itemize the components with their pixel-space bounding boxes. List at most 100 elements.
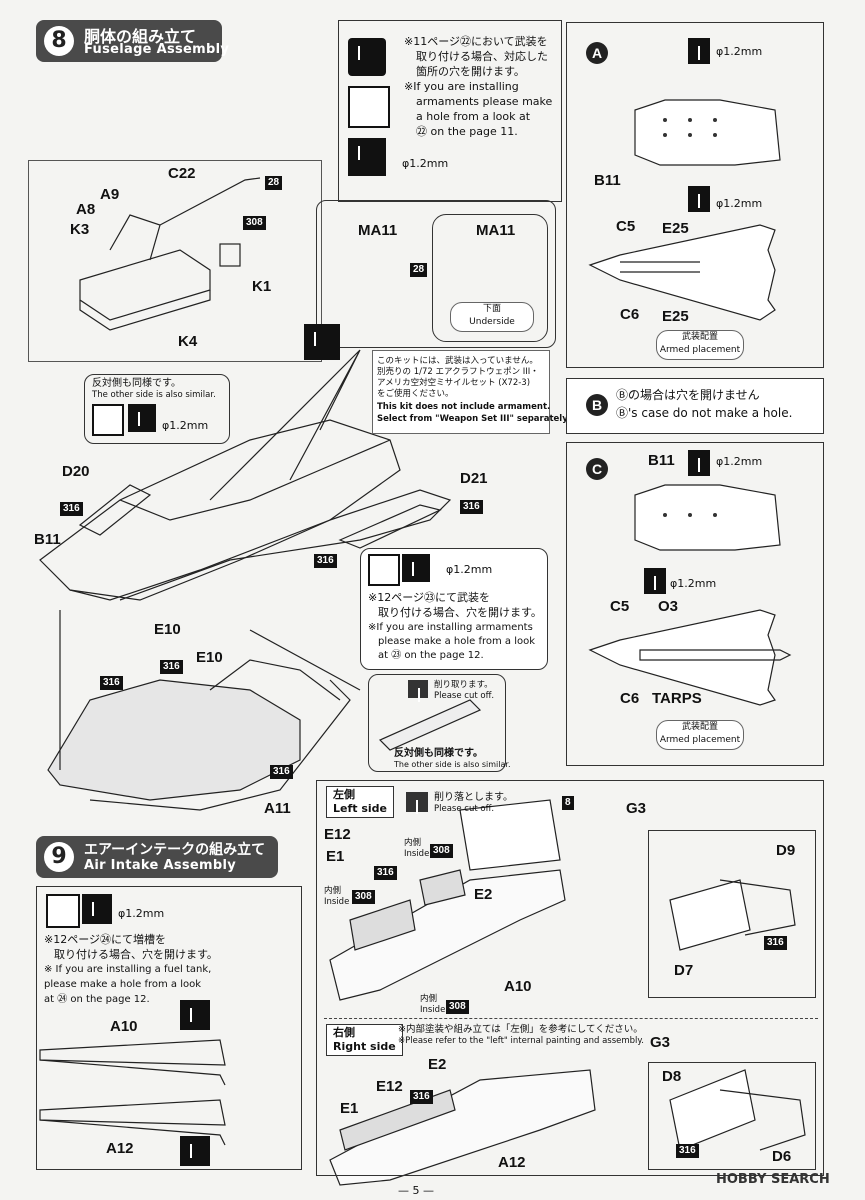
- note12-jp1: ※12ページ㉓にて武装を: [368, 591, 490, 604]
- kit-note-en1: This kit does not include armament.: [377, 402, 551, 412]
- intake-d7: D7: [674, 962, 694, 979]
- page-number: — 5 —: [398, 1184, 434, 1197]
- fuel-drill-a12: [180, 1136, 210, 1166]
- note-box-page11: [338, 20, 562, 202]
- intake-tag-316-d8: 316: [676, 1144, 699, 1158]
- drill-bit-icon: [348, 138, 386, 176]
- panel-c-o3: O3: [658, 598, 679, 615]
- fuel-a12: A12: [106, 1140, 134, 1157]
- position-icon-12: [368, 554, 400, 586]
- drill-callout-icon: [304, 324, 340, 360]
- right-note-jp: ※内部塗装や組み立ては「左側」を参考にしてください。: [398, 1024, 643, 1035]
- panel-c-drill-2: [644, 568, 666, 594]
- intake-inside-jp-3: 内側: [420, 994, 438, 1004]
- intake-e1: E1: [326, 848, 345, 865]
- kit-note-en2: Select from "Weapon Set III" separately …: [377, 414, 594, 424]
- d8-d6-box: [648, 1062, 816, 1170]
- label-k4: K4: [178, 333, 198, 350]
- intake-e2-right: E2: [428, 1056, 447, 1073]
- panel-b-en: Ⓑ's case do not make a hole.: [616, 406, 793, 420]
- label-k1: K1: [252, 278, 272, 295]
- divider: [324, 1018, 818, 1019]
- intake-e1-right: E1: [340, 1100, 359, 1117]
- cutoff-other-en: The other side is also similar.: [394, 760, 511, 769]
- intake-tag-308-b: 308: [352, 890, 375, 904]
- tag-316-f: 316: [270, 765, 293, 779]
- drill-bit-icon-8: [128, 404, 156, 432]
- label-a9: A9: [100, 186, 120, 203]
- intake-cut-jp: 削り落とします。: [434, 792, 513, 803]
- cut-icon: [408, 680, 428, 702]
- drill-position-icon: [348, 86, 390, 128]
- note11-en1: ※If you are installing: [404, 80, 519, 93]
- panel-c-drill-1: [688, 450, 710, 476]
- panel-a-armed-jp: 武装配置: [681, 332, 718, 342]
- label-a11: A11: [264, 800, 291, 817]
- kit-note-jp3: アメリカ空対空ミサイルセット (X72-3): [377, 378, 531, 388]
- panel-c-size1: φ1.2mm: [716, 455, 763, 468]
- label-c22: C22: [168, 165, 196, 182]
- fuel-en2: please make a hole from a look: [44, 979, 202, 990]
- intake-a12: A12: [498, 1154, 526, 1171]
- other-side-box: [84, 374, 230, 444]
- intake-a10: A10: [504, 978, 532, 995]
- panel-c: [566, 442, 824, 766]
- note12-en3: at ㉓ on the page 12.: [378, 650, 484, 661]
- intake-d8: D8: [662, 1068, 682, 1085]
- panel-c-tarps: TARPS: [652, 690, 702, 707]
- cutoff-en: Please cut off.: [434, 691, 495, 701]
- size-label-8: φ1.2mm: [162, 419, 209, 432]
- other-side-jp: 反対側も同様です。: [92, 378, 181, 389]
- note11-en4: ㉒ on the page 11.: [416, 125, 518, 138]
- right-side-label: 右側 Right side: [326, 1024, 403, 1056]
- panel-a: [566, 22, 824, 368]
- fuel-jp1: ※12ページ㉔にて増槽を: [44, 933, 166, 946]
- panel-c-letter: C: [586, 458, 608, 480]
- panel-a-drill-2: [688, 186, 710, 212]
- tag-28: 28: [265, 176, 283, 190]
- label-d21: D21: [460, 470, 488, 487]
- intake-inside-en-3: Inside: [420, 1005, 446, 1015]
- intake-tag-316-right: 316: [410, 1090, 433, 1104]
- panel-a-e25-bottom: E25: [662, 308, 689, 325]
- step-8-title-en: Fuselage Assembly: [84, 42, 230, 57]
- tag-316-e: 316: [100, 676, 123, 690]
- panel-a-b11: B11: [594, 172, 621, 189]
- panel-c-armed-jp: 武装配置: [681, 722, 718, 732]
- note11-en3: a hole from a look at: [416, 110, 531, 123]
- note11-size: φ1.2mm: [402, 157, 449, 170]
- fuel-en1: ※ If you are installing a fuel tank,: [44, 964, 212, 975]
- step-8-title-jp: 胴体の組み立て: [84, 27, 197, 46]
- panel-b-jp: Ⓑの場合は穴を開けません: [616, 388, 760, 402]
- intake-e2: E2: [474, 886, 493, 903]
- note11-jp2: 取り付ける場合、対応した: [416, 50, 548, 63]
- panel-c-armed-pill: 武装配置 Armed placement: [656, 720, 744, 750]
- intake-inside-en-2: Inside: [324, 897, 350, 907]
- fuel-drill-icon: [82, 894, 112, 924]
- left-side-label: 左側 Left side: [326, 786, 394, 818]
- fuel-jp2: 取り付ける場合、穴を開けます。: [54, 948, 218, 961]
- note12-jp2: 取り付ける場合、穴を開けます。: [378, 606, 542, 619]
- parts-box-k: [28, 160, 322, 362]
- intake-inside-jp-1: 内側: [404, 838, 422, 848]
- tag-308: 308: [243, 216, 266, 230]
- panel-c-armed-en: Armed placement: [659, 735, 741, 745]
- tag-316-b: 316: [460, 500, 483, 514]
- tag-28b: 28: [410, 263, 428, 277]
- panel-a-e25-top: E25: [662, 220, 689, 237]
- tag-316-c: 316: [314, 554, 337, 568]
- intake-box: [316, 780, 824, 1176]
- panel-c-b11: B11: [648, 452, 675, 469]
- intake-g3: G3: [626, 800, 647, 817]
- intake-e12: E12: [324, 826, 351, 843]
- right-side-jp: 右側: [333, 1026, 355, 1039]
- panel-a-size1: φ1.2mm: [716, 45, 763, 58]
- cutoff-other-jp: 反対側も同様です。: [394, 748, 483, 759]
- intake-tag-308-c: 308: [446, 1000, 469, 1014]
- note11-jp3: 箇所の穴を開けます。: [416, 65, 525, 78]
- note12-size: φ1.2mm: [446, 563, 493, 576]
- other-side-en: The other side is also similar.: [92, 390, 216, 400]
- note11-jp1: ※11ページ㉒において武装を: [404, 35, 548, 48]
- panel-c-size2: φ1.2mm: [670, 577, 717, 590]
- kit-note-jp2: 別売りの 1/72 エアクラフトウェポン III・: [377, 367, 539, 377]
